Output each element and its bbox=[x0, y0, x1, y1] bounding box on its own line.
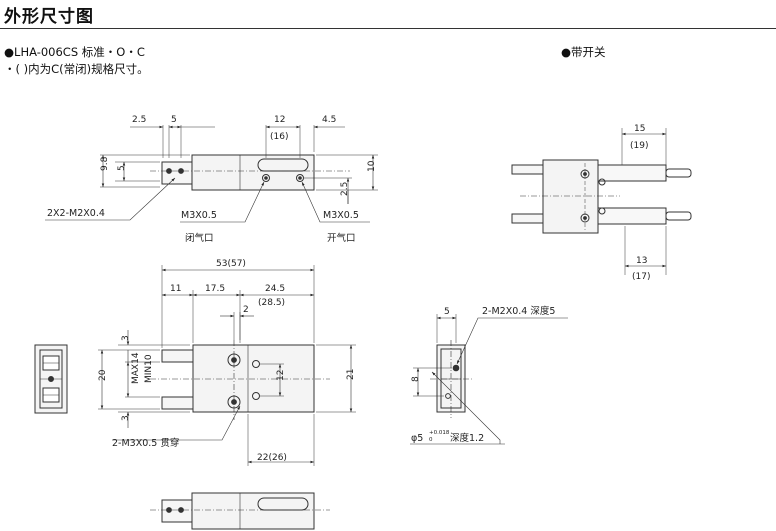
switch-note: ●带开关 bbox=[561, 45, 606, 59]
top-dim-2-5v: 2.5 bbox=[340, 182, 350, 196]
switch-dim-19: (19) bbox=[630, 141, 648, 151]
switch-dim-17: (17) bbox=[632, 272, 650, 282]
top-callout-m3-open: M3X0.5 bbox=[323, 210, 359, 221]
top-dim-10: 10 bbox=[367, 160, 377, 172]
side-dim-5: 5 bbox=[444, 307, 450, 317]
front-dim-min10: MIN10 bbox=[144, 354, 154, 383]
top-dim-5: 5 bbox=[171, 115, 177, 125]
top-dim-12: 12 bbox=[274, 115, 285, 125]
front-dim-17-5: 17.5 bbox=[205, 284, 225, 294]
front-view-labels: 53(57) 11 17.5 24.5 (28.5) 2 3 3 20 MAX1… bbox=[98, 259, 356, 463]
front-dim-12: 12 bbox=[276, 370, 286, 381]
side-view-labels: 5 8 2-M2X0.4 深度5 φ5 +0.018 0 深度1.2 bbox=[411, 305, 555, 444]
model-note: ●LHA-006CS 标准・O・C bbox=[4, 45, 145, 59]
top-label-open: 开气口 bbox=[327, 232, 356, 244]
top-view bbox=[45, 125, 378, 223]
side-callout-thread: 2-M2X0.4 深度5 bbox=[482, 305, 555, 317]
top-port-closed bbox=[262, 174, 270, 182]
title-rule bbox=[0, 28, 776, 29]
side-callout-hole: φ5 bbox=[411, 433, 423, 444]
side-callout-depth: 深度1.2 bbox=[450, 432, 484, 444]
front-dim-20: 20 bbox=[98, 369, 108, 381]
front-dim-3-top: 3 bbox=[121, 335, 131, 341]
front-dim-11: 11 bbox=[170, 284, 181, 294]
top-dim-4-5: 4.5 bbox=[322, 115, 336, 125]
switch-jaw-top bbox=[511, 164, 544, 175]
front-dim-2: 2 bbox=[243, 305, 249, 315]
front-jaw-top bbox=[161, 349, 194, 363]
switch-cable-bottom bbox=[665, 211, 692, 221]
parenthesis-note: ・( )内为C(常闭)规格尺寸。 bbox=[4, 62, 149, 76]
top-callout-m3-closed: M3X0.5 bbox=[181, 210, 217, 221]
side-callout-tol-upper: +0.018 bbox=[429, 430, 450, 436]
side-dim-8: 8 bbox=[411, 376, 421, 382]
top-view-jaw-left bbox=[161, 161, 193, 185]
front-dim-24-5: 24.5 bbox=[265, 284, 285, 294]
front-jaw-bottom bbox=[161, 396, 194, 410]
top-dim-5v: 5 bbox=[117, 165, 127, 171]
bottom-view bbox=[150, 492, 330, 530]
top-dim-9-8: 9.8 bbox=[100, 156, 110, 171]
switch-dim-13: 13 bbox=[636, 256, 647, 266]
top-dim-16: (16) bbox=[270, 132, 288, 142]
switch-body bbox=[542, 159, 599, 234]
switch-jaw-bottom bbox=[511, 213, 544, 224]
front-dim-28-5: (28.5) bbox=[258, 298, 285, 308]
front-dim-3-bottom: 3 bbox=[121, 415, 131, 421]
switch-sensor-bottom bbox=[597, 207, 667, 225]
front-dim-53: 53(57) bbox=[216, 259, 246, 269]
top-dim-2-5: 2.5 bbox=[132, 115, 146, 125]
page-title: 外形尺寸图 bbox=[4, 7, 94, 27]
top-view-labels: 2.5 5 12 (16) 4.5 9.8 5 2.5 10 2X2-M2X0.… bbox=[47, 115, 377, 244]
front-callout-through: 2-M3X0.5 贯穿 bbox=[112, 437, 179, 449]
top-view-body bbox=[191, 154, 315, 191]
switch-view bbox=[511, 128, 692, 275]
top-callout-thread: 2X2-M2X0.4 bbox=[47, 208, 105, 219]
switch-view-labels: 15 (19) 13 (17) bbox=[630, 124, 650, 282]
switch-dim-15: 15 bbox=[634, 124, 645, 134]
front-dim-21: 21 bbox=[346, 369, 356, 380]
top-label-closed: 闭气口 bbox=[185, 232, 214, 244]
top-port-open bbox=[296, 174, 304, 182]
bottom-view-body bbox=[191, 492, 315, 530]
switch-cable-top bbox=[665, 168, 692, 178]
front-dim-max14: MAX14 bbox=[131, 352, 141, 384]
front-view bbox=[34, 265, 356, 466]
front-dim-22: 22(26) bbox=[257, 453, 287, 463]
side-callout-tol-lower: 0 bbox=[429, 437, 433, 443]
front-body bbox=[192, 344, 315, 413]
switch-sensor-top bbox=[597, 164, 667, 182]
side-view bbox=[410, 314, 568, 445]
